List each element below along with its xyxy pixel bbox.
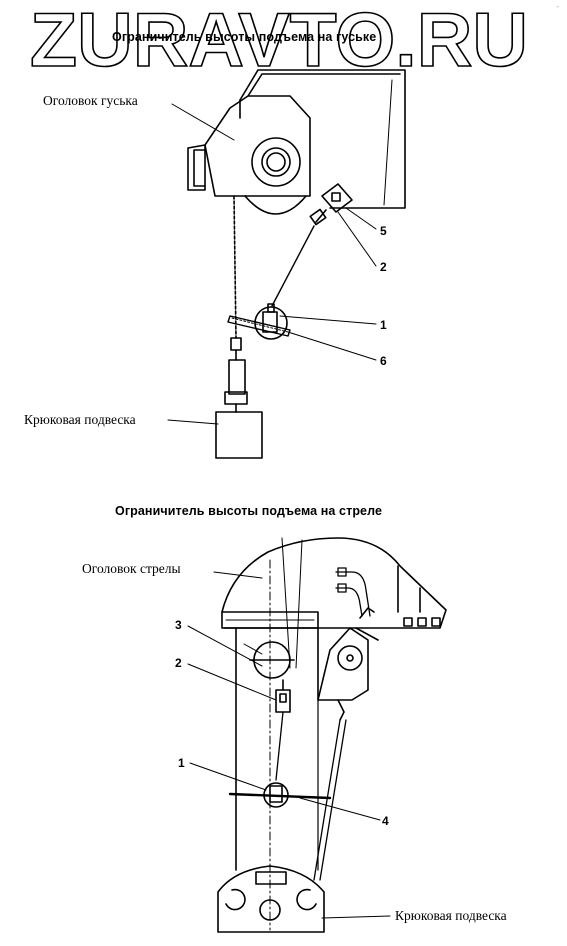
- diagram1-callout-2: 2: [380, 260, 387, 274]
- diagram2-callout-4: 4: [382, 814, 389, 828]
- diagram1-label-head: Оголовок гуська: [43, 93, 138, 108]
- jib-frame: [239, 69, 406, 209]
- watermark-text: ZURAVTO.RU: [30, 2, 528, 74]
- diagram1-callout-1: 1: [380, 318, 387, 332]
- boom-hook-block: [217, 865, 325, 933]
- boom-rope-right-2: [319, 719, 347, 881]
- diagram2-callout-3: 3: [175, 618, 182, 632]
- boom-rod: [275, 711, 284, 781]
- boom-limit-switch-2: [275, 679, 291, 713]
- diagram2-callout-1: 1: [178, 756, 185, 770]
- diagram2-label-hook: Крюковая подвеска: [395, 908, 507, 923]
- boom-body: [235, 559, 319, 931]
- jib-hook-block: [215, 337, 263, 459]
- diagram1-callout-5: 5: [380, 224, 387, 238]
- hose-lines: [335, 567, 371, 617]
- diagram2-leaders: [187, 571, 391, 919]
- diagram2-title: Ограничитель высоты подъема на стреле: [115, 504, 383, 518]
- boom-weight-1: [228, 782, 332, 808]
- watermark-logo: ZURAVTO.RU: [30, 2, 529, 74]
- weight-1: [227, 303, 291, 340]
- diagram1-leaders: [167, 103, 377, 425]
- side-bracket: [317, 607, 379, 721]
- jib-head: [187, 95, 311, 197]
- diagram1-callout-6: 6: [380, 354, 387, 368]
- boom-rope-right: [313, 719, 341, 881]
- diagram1-label-hook: Крюковая подвеска: [24, 412, 136, 427]
- limit-switch-5: [309, 183, 353, 226]
- pull-rod-2: [271, 225, 315, 307]
- boom-sheave-3: [243, 641, 295, 679]
- jib-sheave: [244, 137, 307, 215]
- boom-head: [221, 537, 447, 669]
- corner-mark: -: [556, 2, 559, 11]
- diagram2-callout-2: 2: [175, 656, 182, 670]
- diagram2-label-head: Оголовок стрелы: [82, 561, 181, 576]
- diagram1-title: Ограничитель высоты подъема на гуське: [112, 30, 377, 44]
- jib-rope: [233, 195, 237, 339]
